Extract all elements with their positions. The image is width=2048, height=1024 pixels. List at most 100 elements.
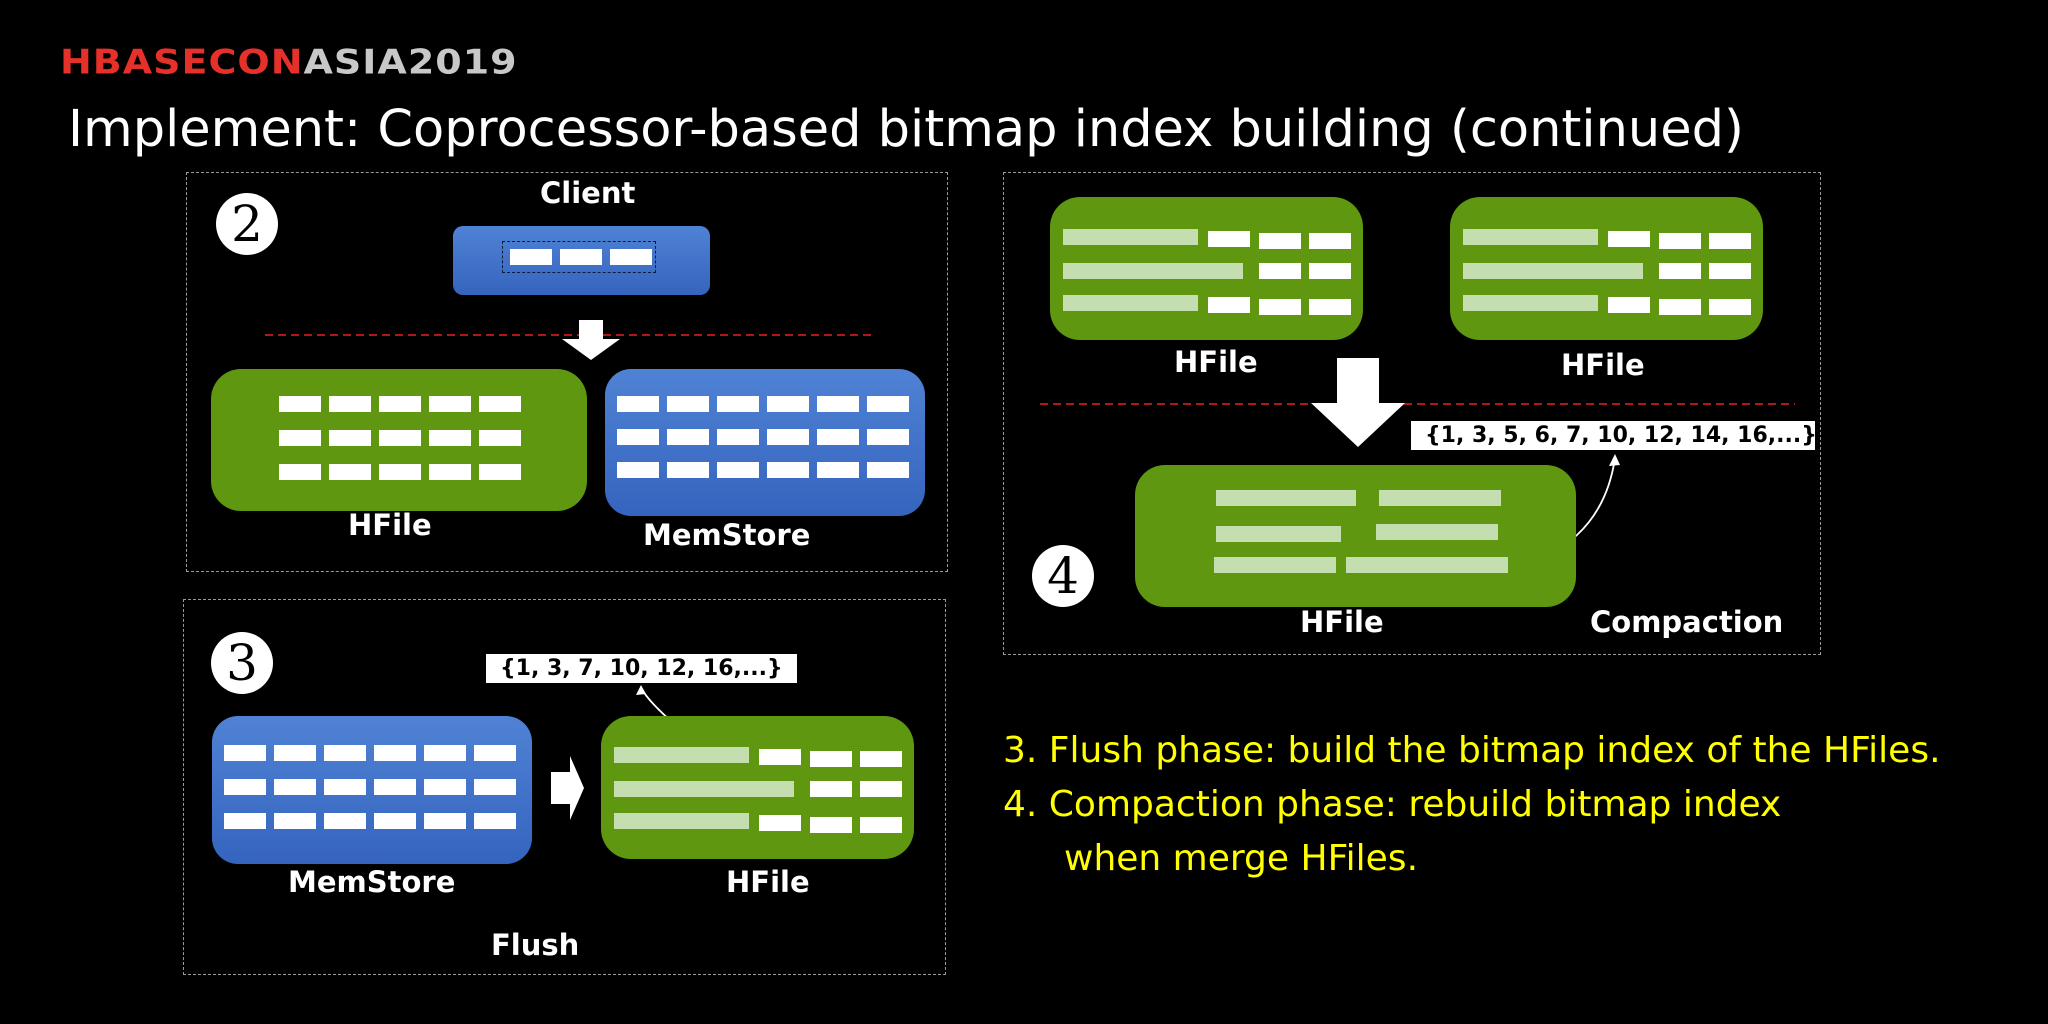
cell xyxy=(810,751,852,767)
hfile-label-step2: HFile xyxy=(348,508,432,542)
index-connector-tip-step4 xyxy=(1609,454,1620,466)
cell xyxy=(424,745,466,761)
index-row-bar xyxy=(1214,557,1336,573)
compaction-caption: Compaction xyxy=(1590,605,1784,639)
cell xyxy=(867,429,909,445)
client-label: Client xyxy=(540,176,636,210)
index-row-bar xyxy=(1216,526,1341,542)
cell xyxy=(610,249,652,265)
hfile-rows-step4-right xyxy=(1463,229,1753,319)
conference-logo: HBASECONASIA2019 xyxy=(60,42,518,82)
cell xyxy=(810,781,852,797)
cell xyxy=(1659,263,1701,279)
cell xyxy=(374,745,416,761)
bullet-flush-phase: 3. Flush phase: build the bitmap index o… xyxy=(1003,730,1941,771)
index-row-bar xyxy=(614,813,749,829)
hfile-block-step4-merged xyxy=(1135,465,1576,607)
cell xyxy=(424,813,466,829)
right-arrow-step3 xyxy=(551,756,584,820)
step-number-2: 2 xyxy=(216,193,278,255)
client-record-cells xyxy=(510,249,652,265)
cell xyxy=(479,430,521,446)
cell xyxy=(1309,299,1351,315)
cell xyxy=(667,462,709,478)
step-number-3: 3 xyxy=(211,632,273,694)
logo-red-text: HBASECON xyxy=(60,42,304,82)
cell xyxy=(767,429,809,445)
cell xyxy=(759,815,801,831)
flush-caption: Flush xyxy=(491,928,580,962)
cell xyxy=(1259,299,1301,315)
panel-step4 xyxy=(1003,172,1821,655)
cell xyxy=(767,462,809,478)
cell xyxy=(1608,297,1650,313)
hfile-rows-step4-left xyxy=(1063,229,1353,319)
cell xyxy=(617,462,659,478)
cell xyxy=(717,462,759,478)
cell xyxy=(429,396,471,412)
cell xyxy=(474,813,516,829)
cell xyxy=(617,396,659,412)
client-record-box xyxy=(502,241,656,273)
memstore-cells-step2 xyxy=(617,396,909,478)
panel-step3 xyxy=(183,599,946,975)
cell xyxy=(224,745,266,761)
cell xyxy=(1309,233,1351,249)
cell xyxy=(867,462,909,478)
cell xyxy=(274,779,316,795)
cell xyxy=(324,779,366,795)
slide-title: Implement: Coprocessor-based bitmap inde… xyxy=(68,100,1744,159)
cell xyxy=(510,249,552,265)
index-connector-tip-step3 xyxy=(636,685,646,695)
cell xyxy=(379,430,421,446)
index-row-bar xyxy=(1379,490,1501,506)
hfile-rows-step3 xyxy=(614,747,904,837)
cell xyxy=(379,396,421,412)
cell xyxy=(667,429,709,445)
hfile-label-step3: HFile xyxy=(726,865,810,899)
cell xyxy=(1208,297,1250,313)
hfile-label-step4-left: HFile xyxy=(1174,345,1258,379)
cell xyxy=(1208,231,1250,247)
cell xyxy=(329,464,371,480)
cell xyxy=(479,464,521,480)
cell xyxy=(329,396,371,412)
memstore-cells-step3 xyxy=(224,745,516,829)
cell xyxy=(1709,263,1751,279)
panel-step2 xyxy=(186,172,948,572)
cell xyxy=(717,396,759,412)
step-number-4: 4 xyxy=(1032,545,1094,607)
cell xyxy=(1659,299,1701,315)
cell xyxy=(424,779,466,795)
index-row-bar xyxy=(1063,295,1198,311)
cell xyxy=(1259,233,1301,249)
cell xyxy=(867,396,909,412)
hfile-cells-step2 xyxy=(279,396,521,480)
cell xyxy=(1659,233,1701,249)
hfile-label-step4-merged: HFile xyxy=(1300,605,1384,639)
memstore-label-step3: MemStore xyxy=(288,865,456,899)
cell xyxy=(1709,233,1751,249)
cell xyxy=(279,430,321,446)
cell xyxy=(379,464,421,480)
cell xyxy=(324,745,366,761)
cell xyxy=(1309,263,1351,279)
cell xyxy=(860,751,902,767)
index-set-step4: {1, 3, 5, 6, 7, 10, 12, 14, 16,...} xyxy=(1411,421,1817,450)
cell xyxy=(329,430,371,446)
index-row-bar xyxy=(614,747,749,763)
cell xyxy=(759,749,801,765)
cell xyxy=(617,429,659,445)
cell xyxy=(374,779,416,795)
bullet-compaction-phase: 4. Compaction phase: rebuild bitmap inde… xyxy=(1003,784,1782,825)
cell xyxy=(224,813,266,829)
down-arrow-step4 xyxy=(1311,358,1405,447)
index-row-bar xyxy=(1216,490,1356,506)
index-set-step3: {1, 3, 7, 10, 12, 16,...} xyxy=(486,654,797,683)
cell xyxy=(479,396,521,412)
cell xyxy=(860,781,902,797)
cell xyxy=(817,429,859,445)
hfile-rows-step4-merged xyxy=(1214,490,1514,580)
cell xyxy=(429,464,471,480)
down-arrow-step2 xyxy=(562,320,620,360)
